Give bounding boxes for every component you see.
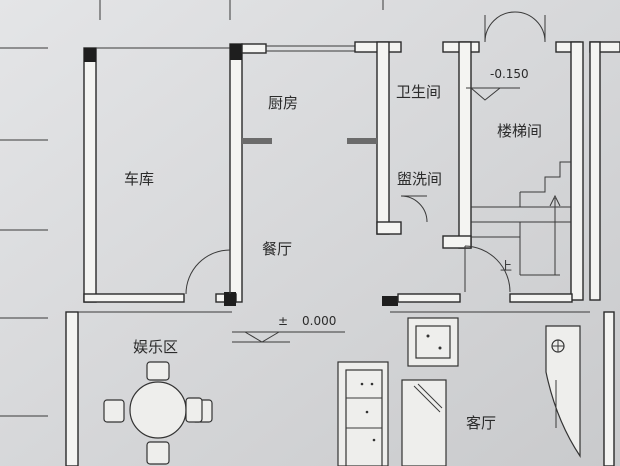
door-swings [185, 11, 546, 295]
walls [65, 41, 620, 466]
dining-label: 餐厅 [262, 240, 292, 258]
tv-cabinet [545, 325, 581, 458]
recreation-label: 娱乐区 [133, 338, 178, 356]
stair-level-label: -0.150 [490, 67, 529, 81]
round-table-set [103, 361, 213, 465]
living-label: 客厅 [466, 414, 496, 432]
sofa [337, 361, 389, 466]
armchair [407, 317, 459, 367]
stair-treads [466, 87, 571, 276]
floor-level-label: 0.000 [302, 314, 336, 328]
garage-label: 车库 [124, 170, 154, 188]
stair-up-label: 上 [500, 259, 512, 273]
floor-level-marker [232, 331, 345, 343]
coffee-table [401, 379, 447, 466]
stairwell-label: 楼梯间 [497, 122, 542, 140]
washroom-label: 盥洗间 [397, 170, 442, 188]
dimension-lines [0, 0, 384, 417]
toilet-label: 卫生间 [396, 83, 441, 101]
kitchen-label: 厨房 [268, 94, 298, 112]
vent-marks [242, 138, 377, 144]
floor-sign-label: ± [278, 314, 288, 328]
